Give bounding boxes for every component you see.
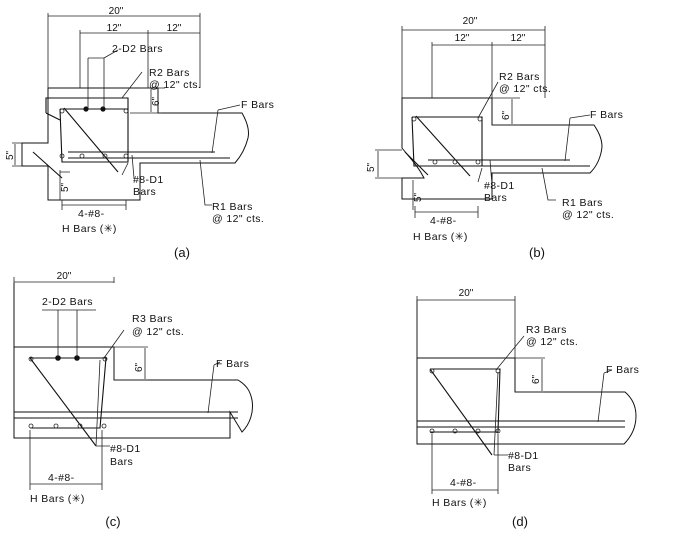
label-d1-a: #8-D1	[133, 174, 164, 186]
leaders-d	[431, 335, 613, 494]
diagram-a: 20" 12" 12" 6" 5" 5"	[5, 6, 274, 260]
dimensions-a	[12, 13, 201, 200]
label-r3-spacing-c: @ 12" cts.	[132, 326, 184, 338]
label-d1-b: #8-D1	[484, 180, 515, 192]
label-d2-a: 2-D2 Bars	[112, 43, 163, 55]
label-f-c: F Bars	[216, 358, 249, 370]
label-h-d: H Bars (✳)	[432, 497, 487, 509]
leaders-c	[29, 309, 221, 490]
label-r2-spacing-b: @ 12" cts.	[499, 83, 551, 95]
dim-overall-d: 20"	[459, 288, 474, 299]
dim-overall-a: 20"	[109, 6, 124, 17]
reinforcement-c	[14, 355, 238, 447]
label-r2-a: R2 Bars	[149, 67, 190, 79]
leaders-b	[414, 81, 591, 218]
leaders-a	[61, 49, 241, 210]
label-h-c: H Bars (✳)	[30, 493, 85, 505]
dim-left-a: 12"	[107, 23, 122, 34]
caption-d: (d)	[512, 514, 528, 529]
caption-b: (b)	[529, 245, 545, 260]
dim-right-a: 12"	[167, 23, 182, 34]
label-r1-spacing-a: @ 12" cts.	[212, 213, 264, 225]
label-r1-b: R1 Bars	[562, 197, 603, 209]
dim-depth-b: 6"	[501, 110, 512, 120]
label-d1-d: #8-D1	[508, 450, 539, 462]
dim-small-b: 5"	[413, 192, 424, 202]
label-d1-c: #8-D1	[110, 443, 141, 455]
dim-right-b: 12"	[511, 33, 526, 44]
label-f-b: F Bars	[590, 109, 623, 121]
label-h4-d: 4-#8-	[450, 477, 477, 489]
label-d1-bars-c: Bars	[110, 456, 133, 468]
label-h4-c: 4-#8-	[48, 472, 75, 484]
label-h4-a: 4-#8-	[78, 208, 105, 220]
section-outline-b	[401, 97, 603, 200]
dim-overall-b: 20"	[463, 16, 478, 27]
label-r1-a: R1 Bars	[212, 201, 253, 213]
dim-depth-d: 6"	[531, 374, 542, 384]
label-d1-bars-a: Bars	[133, 186, 156, 198]
label-r3-spacing-d: @ 12" cts.	[526, 336, 578, 348]
label-r1-spacing-b: @ 12" cts.	[562, 209, 614, 221]
label-r2-spacing-a: @ 12" cts.	[149, 79, 201, 91]
dimensions-c	[13, 277, 148, 381]
diagram-d: 20" 6" R3 Bars @ 12" cts. F Bars #8-D1 B…	[416, 288, 639, 529]
label-h-b: H Bars (✳)	[413, 231, 468, 243]
diagram-b: 20" 12" 12" 6" 5" 5" R2 Bars @ 12" cts. …	[366, 16, 623, 260]
dim-small-a: 5"	[60, 182, 71, 192]
dimensions-b	[375, 26, 546, 210]
label-h-a: H Bars (✳)	[62, 223, 117, 235]
section-outline-a	[21, 87, 249, 201]
dim-height-a: 5"	[5, 150, 16, 160]
dim-overall-c: 20"	[57, 271, 72, 282]
label-h4-b: 4-#8-	[430, 215, 457, 227]
label-r3-c: R3 Bars	[132, 313, 173, 325]
label-r2-b: R2 Bars	[499, 71, 540, 83]
section-outline-d	[416, 300, 637, 445]
label-f-d: F Bars	[606, 364, 639, 376]
reinforcement-d	[417, 368, 625, 456]
dim-depth-c: 6"	[134, 362, 145, 372]
diagram-c: 20" 6" 2-D2 Bars R3 Bars @ 12" cts. F Ba…	[13, 271, 253, 529]
caption-c: (c)	[105, 514, 120, 529]
dimensions-d	[416, 296, 545, 393]
dim-height-b: 5"	[366, 162, 377, 172]
label-d1-bars-b: Bars	[484, 192, 507, 204]
label-f-a: F Bars	[241, 99, 274, 111]
label-r3-d: R3 Bars	[526, 324, 567, 336]
reinforcement-a	[32, 97, 230, 179]
label-d2-c: 2-D2 Bars	[42, 296, 93, 308]
caption-a: (a)	[174, 245, 190, 260]
dim-depth-a: 6"	[151, 96, 162, 106]
dim-left-b: 12"	[455, 33, 470, 44]
section-outline-c	[13, 283, 253, 439]
reinforcement-b	[404, 115, 590, 177]
label-d1-bars-d: Bars	[508, 462, 531, 474]
